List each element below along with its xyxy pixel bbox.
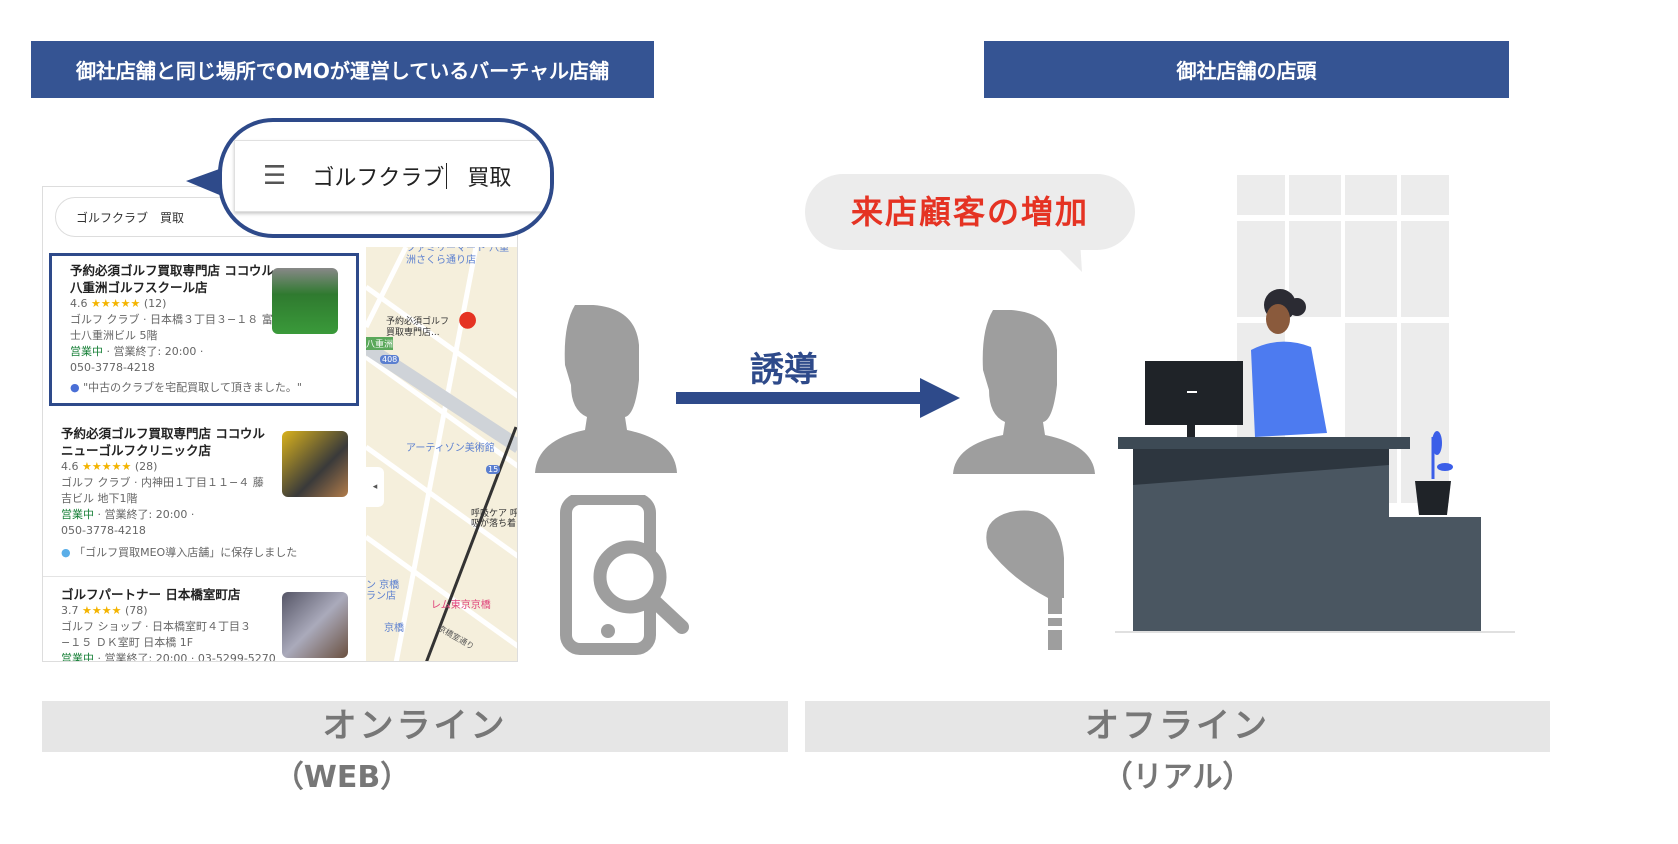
list-icon: ● <box>61 546 71 559</box>
map-view[interactable]: ファミリーマート 八重洲さくら通り店 予約必須ゴルフ 買取専門店... ● 八重… <box>366 247 517 661</box>
result-name: 予約必須ゴルフ買取専門店 ココウル ニューゴルフクリニック店 <box>61 426 265 458</box>
result-name: 予約必須ゴルフ買取専門店 ココウル 八重洲ゴルフスクール店 <box>70 263 274 295</box>
map-label[interactable]: 京橋 <box>384 623 404 634</box>
address: ゴルフ ショップ · 日本橋室町４丁目３−１５ ＤＫ室町 日本橋 1F <box>61 620 251 649</box>
result-item[interactable]: 予約必須ゴルフ買取専門店 ココウル 八重洲ゴルフスクール店 4.6 ★★★★★ … <box>49 253 359 406</box>
hours: · 営業終了: 20:00 · <box>103 345 204 358</box>
result-item[interactable]: 予約必須ゴルフ買取専門店 ココウル ニューゴルフクリニック店 4.6 ★★★★★… <box>43 419 366 577</box>
bubble-tail-icon <box>186 168 222 196</box>
route-badge: 408 <box>380 355 400 364</box>
store-counter-illustration <box>1115 175 1515 633</box>
speech-tail-icon <box>1050 240 1082 272</box>
online-sublabel: （WEB） <box>273 760 411 795</box>
online-label: オンライン <box>42 701 788 752</box>
map-label[interactable]: 予約必須ゴルフ 買取専門店... <box>386 317 450 338</box>
search-query-extra: 買取 <box>467 166 512 191</box>
menu-icon[interactable]: ☰ <box>263 161 287 191</box>
arrow-label: 誘導 <box>750 350 818 390</box>
open-status: 営業中 <box>61 508 94 521</box>
saved-note: 「ゴルフ買取MEO導入店舗」に保存しました <box>74 546 298 559</box>
rating: 4.6 <box>61 460 79 473</box>
hours: · 営業終了: 20:00 · 03-5299-5270 <box>94 652 276 662</box>
map-label[interactable]: ン 京橋 ラン店 <box>366 580 400 602</box>
open-status: 営業中 <box>61 652 94 662</box>
map-label[interactable]: ファミリーマート 八重洲さくら通り店 <box>406 247 510 266</box>
golf-club-icon <box>986 510 1064 650</box>
map-label[interactable]: レム東京京橋 <box>431 600 491 611</box>
text-cursor <box>446 163 448 189</box>
route-badge: 15 <box>486 465 501 474</box>
stars-icon: ★★★★ <box>82 604 122 617</box>
offline-sublabel: （リアル） <box>1102 760 1253 795</box>
review-count: (28) <box>134 460 158 473</box>
rating: 4.6 <box>70 297 88 310</box>
review-note: "中古のクラブを宅配買取して頂きました。" <box>83 381 302 394</box>
speech-bubble: 来店顧客の増加 <box>805 174 1135 250</box>
virtual-store-banner: 御社店舗と同じ場所でOMOが運営しているバーチャル店舗 <box>31 41 654 98</box>
zoomed-search-bar[interactable]: ☰ ゴルフクラブ買取 <box>234 140 550 212</box>
person-icon <box>953 310 1095 474</box>
result-photo[interactable] <box>272 268 338 334</box>
results-list: 予約必須ゴルフ買取専門店 ココウル 八重洲ゴルフスクール店 4.6 ★★★★★ … <box>43 247 366 661</box>
map-label[interactable]: アーティゾン美術館 <box>406 443 495 454</box>
result-photo[interactable] <box>282 431 348 497</box>
result-item[interactable]: ゴルフパートナー 日本橋室町店 3.7 ★★★★ (78) ゴルフ ショップ ·… <box>43 580 366 662</box>
stars-icon: ★★★★★ <box>82 460 132 473</box>
maps-panel: ゴルフクラブ 買取 予約必須ゴルフ買取専門店 ココウル 八重洲ゴルフスクール店 … <box>42 186 518 662</box>
arrow-right-icon <box>676 378 960 418</box>
hours: · 営業終了: 20:00 · <box>94 508 195 521</box>
result-name: ゴルフパートナー 日本橋室町店 <box>61 587 241 602</box>
rating: 3.7 <box>61 604 79 617</box>
review-count: (12) <box>143 297 167 310</box>
stars-icon: ★★★★★ <box>91 297 141 310</box>
map-label: 八重洲 <box>366 337 394 350</box>
user-icon: ● <box>70 381 80 394</box>
address: ゴルフ クラブ · 日本橋３丁目３−１８ 富士八重洲ビル 5階 <box>70 313 273 342</box>
offline-label: オフライン <box>805 701 1550 752</box>
person-icon <box>535 305 677 473</box>
mobile-search-icon <box>560 495 689 655</box>
search-query: ゴルフクラブ <box>312 166 445 191</box>
store-front-banner: 御社店舗の店頭 <box>984 41 1509 98</box>
collapse-panel-button[interactable]: ◂ <box>366 467 384 507</box>
open-status: 営業中 <box>70 345 103 358</box>
result-photo[interactable] <box>282 592 348 658</box>
address: ゴルフ クラブ · 内神田１丁目１１−４ 藤吉ビル 地下1階 <box>61 476 264 505</box>
phone: 050-3778-4218 <box>70 361 155 374</box>
map-label[interactable]: 呼吸ケア 呼吸が落ち着 <box>471 509 517 529</box>
phone: 050-3778-4218 <box>61 524 146 537</box>
map-pin-icon[interactable]: ● <box>458 307 478 332</box>
zoomed-search-callout: ☰ ゴルフクラブ買取 <box>218 118 554 238</box>
review-count: (78) <box>124 604 148 617</box>
